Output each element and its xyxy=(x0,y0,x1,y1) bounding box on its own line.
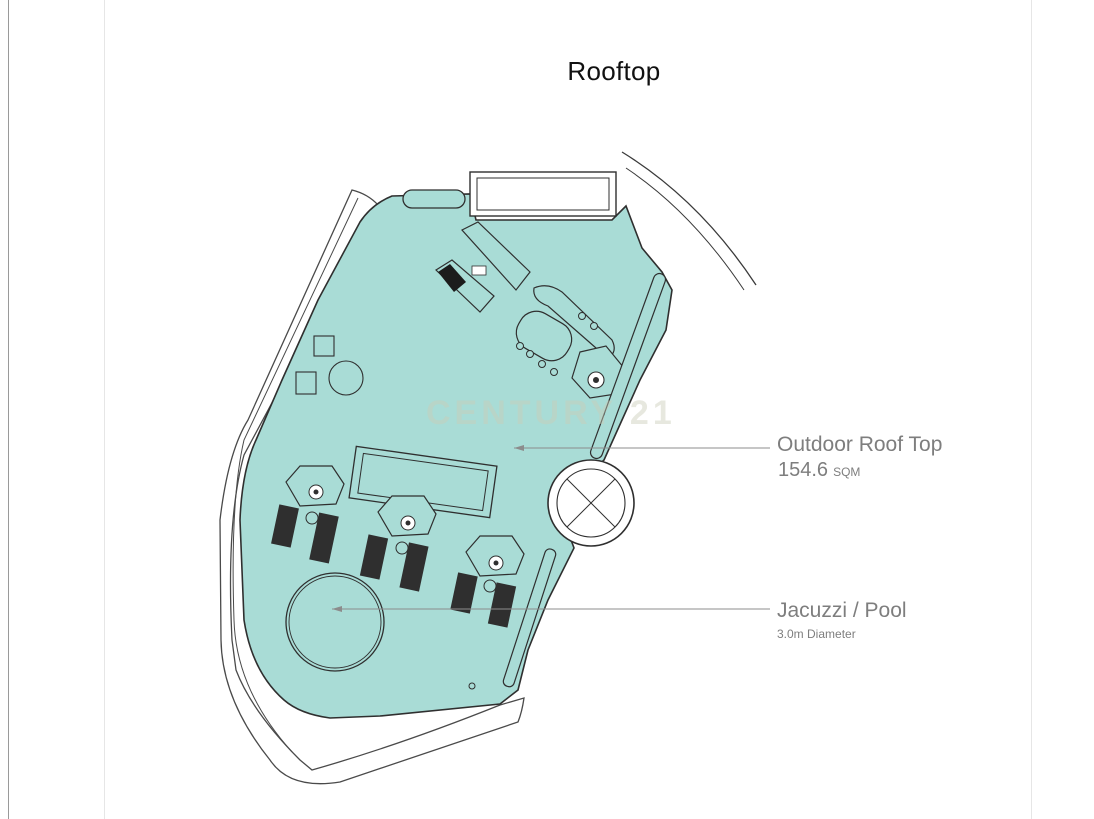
bar-table xyxy=(515,310,573,362)
roof-top-area-value: 154.6 xyxy=(778,459,829,481)
curved-wall-right-inner xyxy=(625,167,745,291)
sheet-right-edge xyxy=(1031,0,1032,819)
bar-stool xyxy=(550,368,558,376)
drain-icon xyxy=(468,682,476,690)
sunbed-group-3 xyxy=(450,535,525,628)
lounge-chair xyxy=(313,335,335,357)
curved-wall-right xyxy=(621,151,757,286)
lounge-chair xyxy=(295,371,317,395)
side-table xyxy=(328,360,364,396)
bbq-tag xyxy=(471,265,487,276)
outer-wall-left xyxy=(219,189,525,785)
watermark: CENTURY 21 xyxy=(426,394,676,432)
bar-counter xyxy=(533,285,615,359)
page-left-border xyxy=(8,0,9,819)
sunbed-group-1 xyxy=(271,465,345,564)
small-planter xyxy=(402,189,466,209)
page-title: Rooftop xyxy=(567,56,661,86)
bar-stool xyxy=(538,360,546,368)
jacuzzi-pool xyxy=(285,572,385,672)
bbq-grill xyxy=(438,264,466,292)
sunbed-group-2 xyxy=(359,495,437,592)
planter-box-top-inner xyxy=(476,177,610,211)
pool-label: Jacuzzi / Pool xyxy=(777,599,907,622)
bar-stool xyxy=(578,312,586,320)
sheet-left-edge xyxy=(104,0,105,819)
pool-diameter: 3.0m Diameter xyxy=(777,627,856,641)
bbq-counter xyxy=(461,221,531,291)
roof-top-area-unit: SQM xyxy=(833,465,861,479)
glass-balustrade-lower xyxy=(502,548,557,688)
planter-box-top xyxy=(469,171,617,217)
bar-stool xyxy=(590,322,598,330)
bar-stool xyxy=(526,350,534,358)
roof-top-label: Outdoor Roof Top xyxy=(777,433,943,456)
roof-top-area: 154.6 SQM xyxy=(778,459,860,482)
bar-stool xyxy=(516,342,524,350)
glass-balustrade-upper xyxy=(589,272,667,460)
outer-wall-left-inner xyxy=(232,197,359,753)
